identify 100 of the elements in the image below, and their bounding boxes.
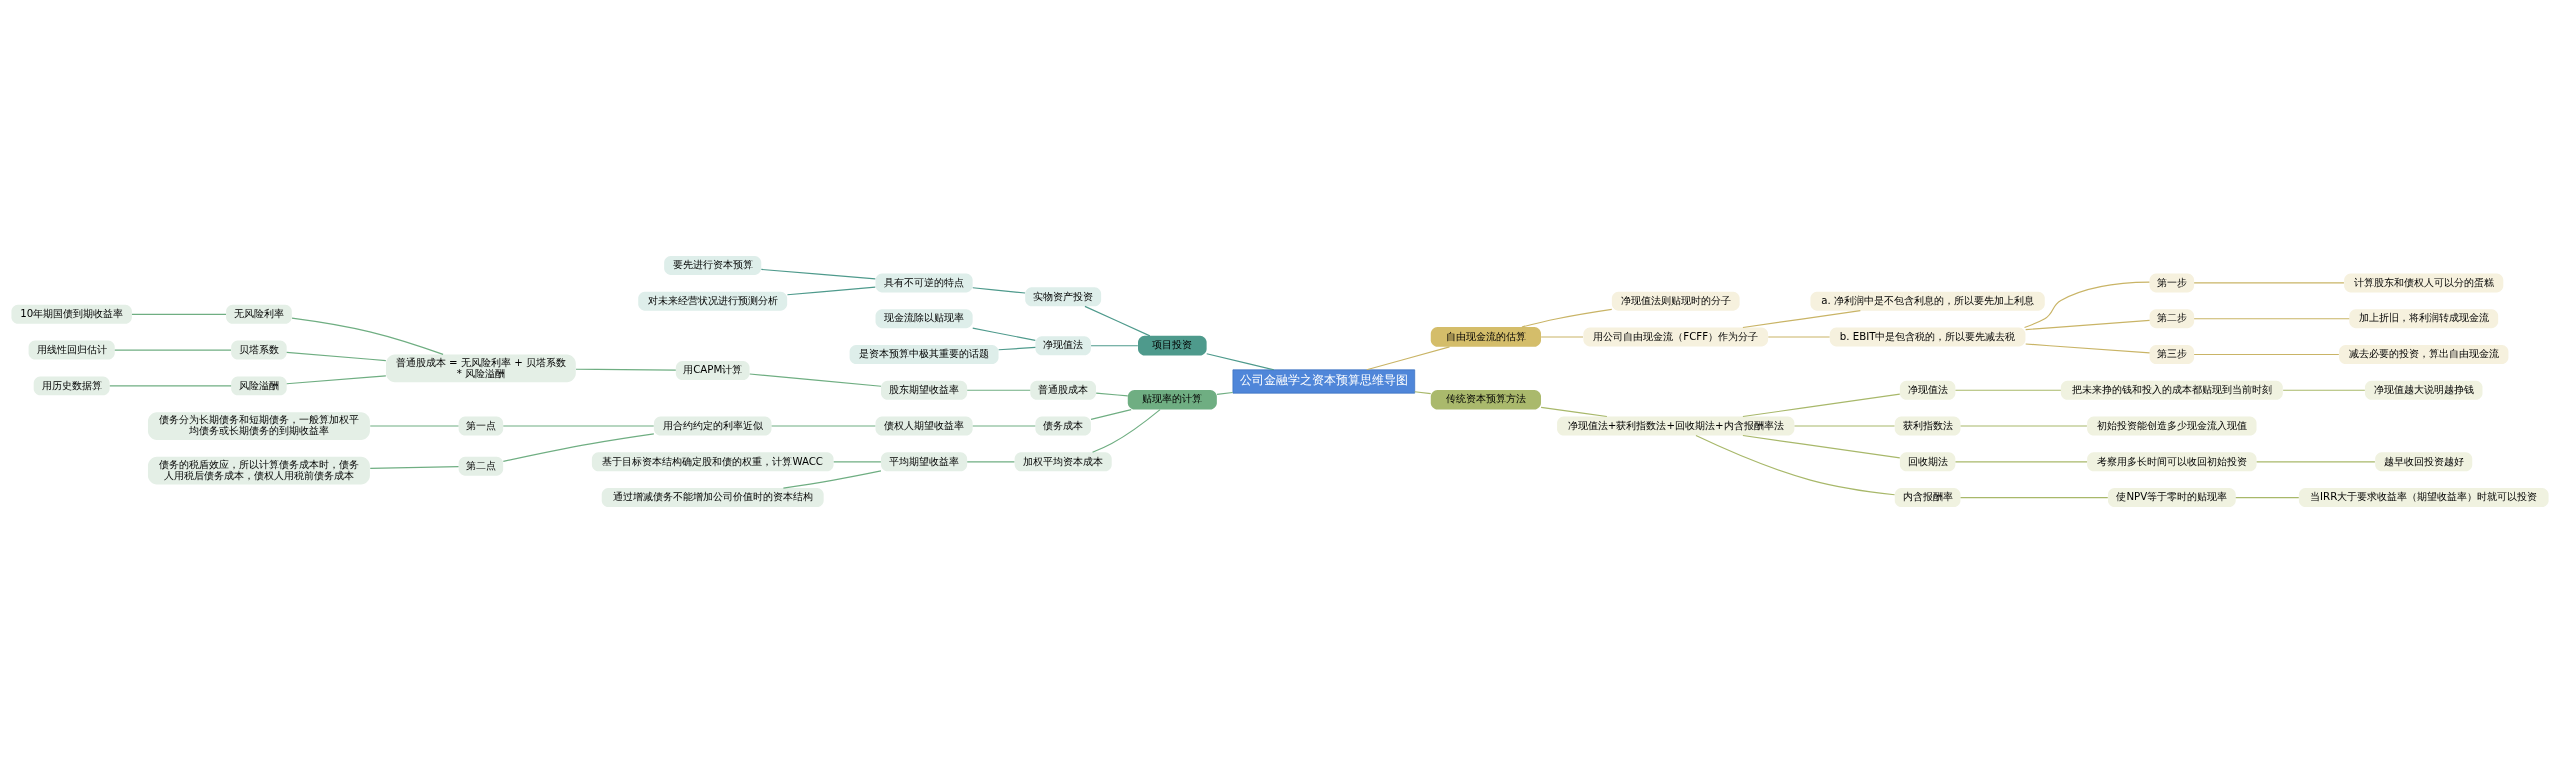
node-box: 第一点 — [458, 416, 504, 436]
connector — [749, 373, 882, 387]
connector — [1095, 392, 1129, 397]
node-box: 公司金融学之资本预算思维导图 — [1232, 369, 1416, 394]
connector — [1091, 409, 1161, 453]
connector — [1767, 336, 1831, 338]
connector — [2193, 318, 2350, 320]
connector — [1084, 305, 1151, 337]
node-box: 加权平均资本成本 — [1014, 452, 1112, 472]
connector — [369, 425, 460, 427]
connector — [1742, 434, 1901, 459]
node-box: 当IRR大于要求收益率（期望收益率）时就可以投资 — [2298, 488, 2549, 508]
connector — [782, 470, 882, 489]
connector — [1695, 435, 1896, 496]
node-box: 无风险利率 — [226, 304, 292, 324]
connector — [1793, 425, 1896, 427]
connector — [2235, 497, 2300, 499]
connector — [1954, 461, 2088, 463]
node-box: 是资本预算中极其重要的话题 — [849, 345, 999, 364]
node-box: 股东期望收益率 — [881, 380, 968, 400]
node-box: 考察用多长时间可以收回初始投资 — [2087, 452, 2257, 472]
node-box: 获利指数法 — [1894, 416, 1961, 436]
connector — [114, 349, 232, 351]
connector — [972, 425, 1036, 427]
connector — [2023, 281, 2150, 329]
connector — [760, 268, 876, 280]
node-box: 回收期法 — [1899, 452, 1956, 472]
node-box: 用公司自由现金流（FCFF）作为分子 — [1583, 327, 1769, 347]
connector — [1954, 389, 2062, 391]
connector — [972, 327, 1036, 341]
connector — [286, 375, 387, 385]
node-box: 债务分为长期债务和短期债务，一般算加权平均债务或长期债务的到期收益率 — [147, 412, 370, 440]
node-box: 具有不可逆的特点 — [875, 273, 973, 293]
connector — [286, 351, 387, 362]
node-box: 普通股成本 — [1030, 380, 1096, 400]
node-box: a. 净利润中是不包含利息的，所以要先加上利息 — [1810, 291, 2045, 311]
node-box: 初始投资能创造多少现金流入现值 — [2087, 416, 2257, 436]
node-box: 项目投资 — [1138, 335, 1207, 356]
node-box: 减去必要的投资，算出自由现金流 — [2339, 345, 2509, 364]
node-box: 基于目标资本结构确定股和债的权重，计算WACC — [591, 452, 834, 472]
node-box: 债务成本 — [1035, 416, 1091, 436]
connector — [1521, 308, 1613, 328]
connector — [833, 461, 882, 463]
node-box: 通过增减债务不能增加公司价值时的资本结构 — [601, 488, 824, 508]
connector — [972, 287, 1026, 294]
node-box: 第三步 — [2149, 345, 2195, 364]
node-box: 加上折旧，将利润转成现金流 — [2349, 309, 2499, 329]
connector — [1540, 406, 1608, 418]
connector — [2193, 353, 2340, 356]
connector — [502, 425, 655, 427]
node-box: 债务的税盾效应，所以计算债务成本时，债务人用税后债务成本，债权人用税前债务成本 — [147, 456, 370, 485]
connector — [786, 286, 876, 296]
connector — [1960, 497, 2109, 499]
connector — [2193, 282, 2345, 284]
node-box: 普通股成本 = 无风险利率 + 贝塔系数 * 风险溢酬 — [386, 354, 576, 383]
node-box: 债权人期望收益率 — [875, 416, 973, 436]
node-box: 平均期望收益率 — [881, 452, 968, 472]
node-box: 净现值法+获利指数法+回收期法+内含报酬率法 — [1557, 416, 1795, 436]
connector — [1090, 345, 1139, 347]
node-box: 第一步 — [2149, 273, 2195, 293]
connector — [966, 461, 1015, 463]
connector — [998, 346, 1036, 351]
connector — [1090, 409, 1132, 420]
node-box: b. EBIT中是包含税的，所以要先减去税 — [1829, 327, 2026, 347]
connector — [1366, 346, 1451, 371]
node-box: 第二点 — [458, 456, 504, 476]
connector — [2025, 319, 2151, 331]
node-box: 净现值法 — [1035, 336, 1091, 356]
connector — [1206, 353, 1275, 371]
connector — [771, 425, 876, 427]
node-box: 越早收回投资越好 — [2375, 452, 2473, 472]
node-box: 第二步 — [2149, 309, 2195, 329]
node-box: 贝塔系数 — [231, 340, 287, 360]
node-box: 净现值越大说明越挣钱 — [2364, 380, 2483, 400]
node-box: 内含报酬率 — [1894, 488, 1961, 508]
node-box: 计算股东和债权人可以分的蛋糕 — [2344, 273, 2504, 293]
node-box: 用合约约定的利率近似 — [653, 416, 772, 436]
node-box: 把未来挣的钱和投入的成本都贴现到当前时刻 — [2060, 380, 2283, 400]
connector — [1742, 393, 1901, 418]
connector — [369, 466, 460, 469]
node-box: 现金流除以贴现率 — [875, 309, 973, 329]
node-box: 传统资本预算方法 — [1430, 389, 1541, 410]
connector — [291, 317, 444, 355]
node-box: 用历史数据算 — [33, 376, 110, 396]
node-box: 使NPV等于零时的贴现率 — [2107, 488, 2236, 508]
connector — [1216, 391, 1234, 395]
node-box: 净现值法则贴现时的分子 — [1611, 291, 1740, 311]
node-box: 风险溢酬 — [231, 376, 287, 396]
node-box: 自由现金流的估算 — [1430, 327, 1541, 347]
connector — [502, 433, 655, 462]
connector — [2282, 389, 2366, 391]
connector — [109, 385, 232, 387]
connector — [1414, 391, 1432, 395]
node-box: 要先进行资本预算 — [664, 255, 762, 275]
connector — [2025, 343, 2151, 354]
node-box: 用线性回归估计 — [28, 340, 115, 360]
node-box: 10年期国债到期收益率 — [11, 304, 132, 324]
connector — [2256, 461, 2376, 463]
connector — [1742, 310, 1861, 329]
node-box: 净现值法 — [1899, 380, 1956, 400]
